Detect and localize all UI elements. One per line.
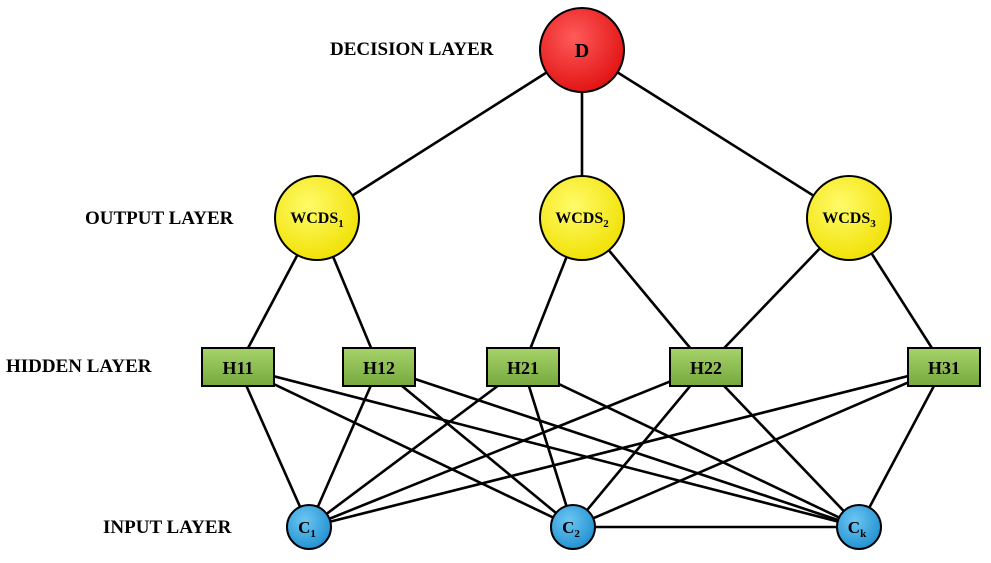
edge-h21-c2	[521, 366, 575, 528]
svg-text:C1: C1	[298, 518, 316, 540]
edge-h21-ck	[522, 365, 860, 529]
input-node-label: C	[562, 518, 574, 537]
hidden-layer-label: HIDDEN LAYER	[6, 356, 152, 377]
edge-d-wcds3	[581, 48, 850, 220]
hidden-node-h12: H12	[342, 347, 416, 387]
hidden-node-h11: H11	[201, 347, 275, 387]
edge-h11-c1	[236, 366, 311, 528]
svg-text:WCDS3: WCDS3	[822, 210, 876, 230]
edge-h31-c1	[308, 365, 945, 529]
edge-h31-ck	[857, 366, 946, 528]
decision-node-label: D	[575, 40, 589, 62]
output-layer-label: OUTPUT LAYER	[85, 208, 234, 229]
edge-h21-c1	[308, 365, 524, 529]
hidden-node-label: H22	[690, 358, 722, 378]
hidden-node-label: H31	[928, 358, 960, 378]
hidden-node-h31: H31	[907, 347, 981, 387]
output-node-wcds1: WCDS1	[274, 175, 360, 261]
edge-h31-c2	[572, 365, 945, 529]
hidden-node-label: H12	[363, 358, 395, 378]
output-node-subscript: 3	[870, 218, 876, 230]
hidden-node-h21: H21	[486, 347, 560, 387]
edge-h22-c1	[308, 365, 707, 529]
svg-text:WCDS2: WCDS2	[555, 210, 609, 230]
input-node-subscript: 2	[574, 528, 580, 540]
output-node-wcds2: WCDS2	[539, 175, 625, 261]
edges	[236, 48, 946, 529]
edge-h22-c2	[572, 366, 707, 528]
input-node-c2: C2	[550, 504, 596, 550]
output-node-subscript: 2	[603, 218, 609, 230]
output-node-label: WCDS	[555, 210, 603, 227]
output-node-wcds3: WCDS3	[806, 175, 892, 261]
input-node-subscript: 1	[310, 528, 316, 540]
input-node-c1: C1	[286, 504, 332, 550]
hidden-node-label: H21	[507, 358, 539, 378]
hidden-node-label: H11	[222, 358, 253, 378]
edge-h12-ck	[378, 365, 860, 529]
input-node-subscript: k	[860, 528, 867, 540]
edge-h12-c1	[307, 366, 381, 528]
edge-h22-ck	[705, 366, 860, 528]
edge-h11-c2	[237, 365, 574, 529]
input-node-label: C	[298, 518, 310, 537]
decision-layer-label: DECISION LAYER	[330, 39, 494, 60]
output-node-subscript: 1	[338, 218, 344, 230]
input-layer-label: INPUT LAYER	[103, 517, 232, 538]
output-node-label: WCDS	[290, 210, 338, 227]
svg-text:Ck: Ck	[848, 518, 867, 540]
svg-text:WCDS1: WCDS1	[290, 210, 344, 230]
decision-node: D	[539, 7, 625, 93]
input-node-ck: Ck	[836, 504, 882, 550]
svg-text:C2: C2	[562, 518, 580, 540]
input-node-label: C	[848, 518, 860, 537]
hidden-node-h22: H22	[669, 347, 743, 387]
output-node-label: WCDS	[822, 210, 870, 227]
edge-h12-c2	[378, 365, 574, 529]
edge-d-wcds1	[316, 48, 583, 220]
